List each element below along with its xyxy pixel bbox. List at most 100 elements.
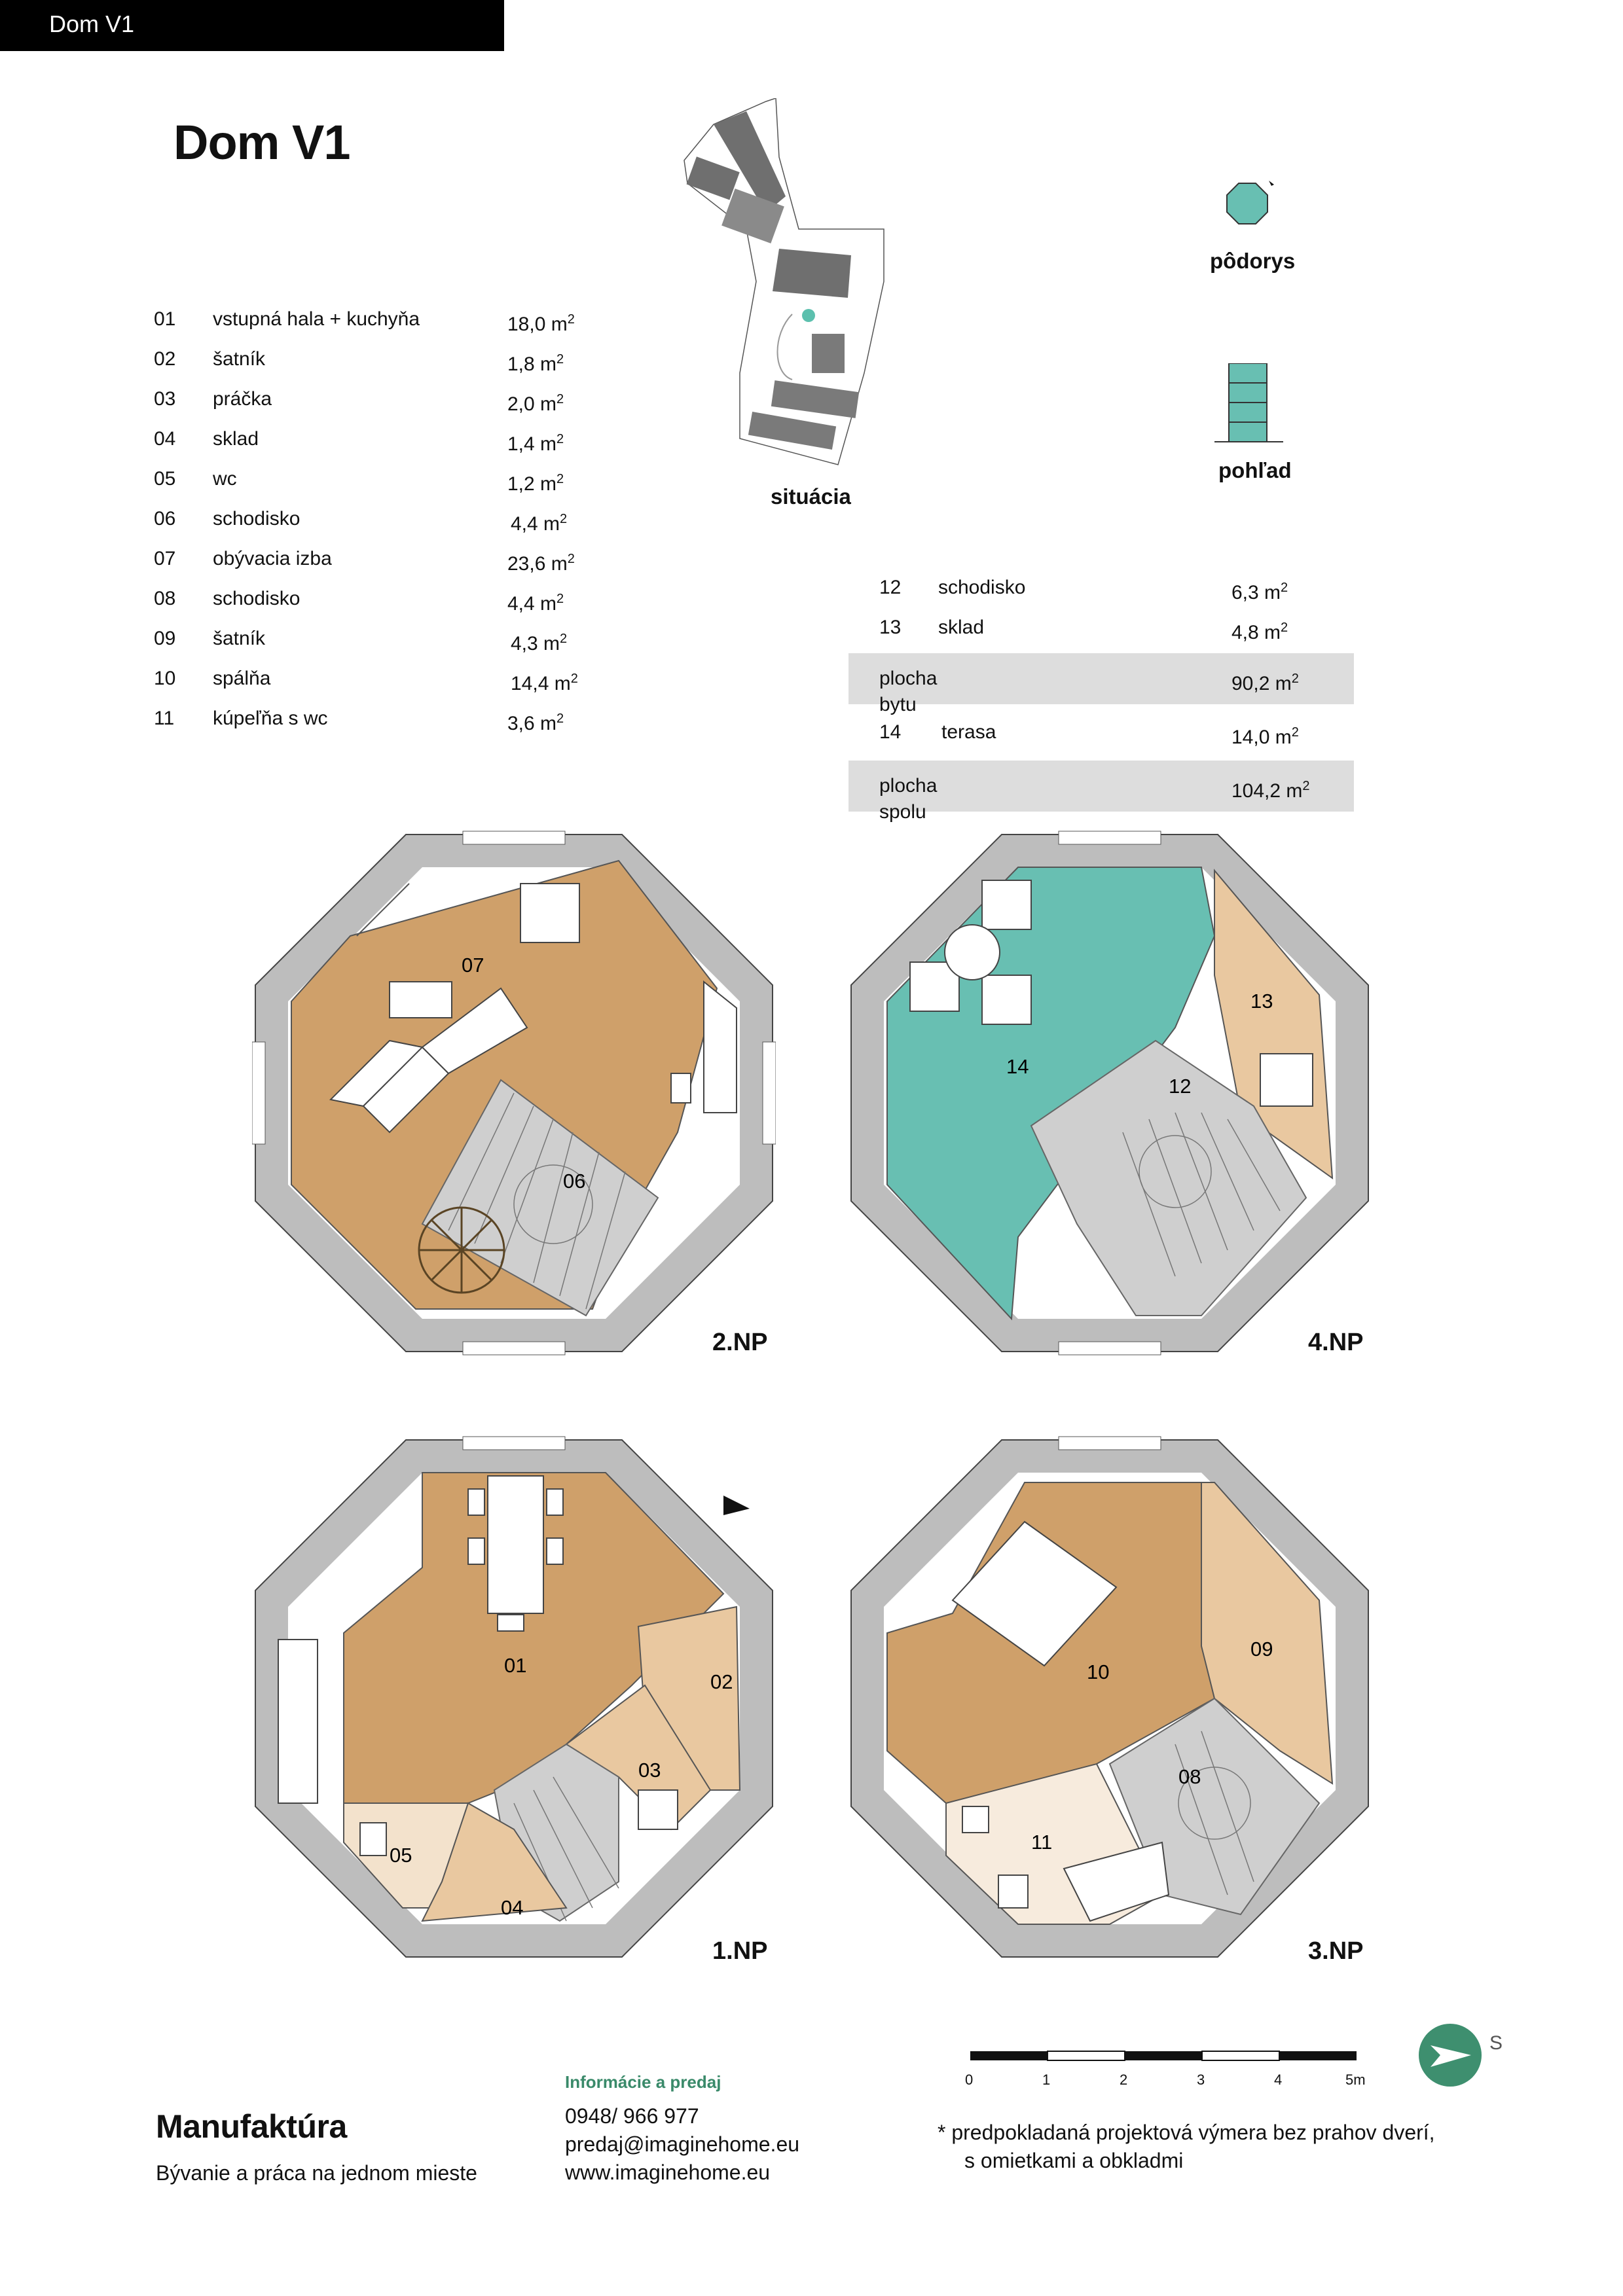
chair [981,975,1032,1025]
scale-label: 3 [1197,2072,1205,2088]
row-number: 06 [154,508,176,529]
window [462,1436,566,1450]
washing-machine [638,1789,678,1830]
chair [497,1614,524,1632]
window [1058,1341,1161,1355]
row-number: 08 [154,588,176,609]
room-label-02: 02 [710,1670,733,1693]
row-name: schodisko [213,508,301,529]
chair [981,880,1032,930]
row-name: sklad [938,617,985,638]
row-name: schodisko [213,588,301,609]
chair [467,1488,485,1516]
site-building [721,188,784,243]
kitchen-counter [278,1639,318,1804]
row-unit: 2 [556,711,564,726]
scale-label: 5m [1345,2072,1366,2088]
room-label-01: 01 [504,1654,526,1677]
room-label-06: 06 [563,1170,585,1193]
row-area: 23,6 m [507,553,568,575]
living-area-value: 90,2 m [1231,673,1292,694]
chair [546,1537,564,1565]
room-label-12: 12 [1169,1075,1191,1098]
row-name: šatník [213,348,266,370]
footnote-line-1: * predpokladaná projektová výmera bez pr… [938,2121,1435,2144]
coffee-table [389,981,452,1018]
floor-plan-2np: 07 06 [252,831,776,1355]
row-area: 2,0 m [507,393,557,415]
shower [1063,1841,1170,1922]
compass-icon [1419,2024,1482,2087]
floor-label-4np: 4.NP [1308,1329,1364,1356]
scale-label: 2 [1120,2072,1128,2088]
room-label-05: 05 [390,1844,412,1867]
window [462,831,566,845]
brand-name: Manufaktúra [156,2108,347,2145]
window [252,1041,266,1145]
row-area: 4,4 m [511,513,560,535]
page-title: Dom V1 [173,115,351,170]
row-area: 1,2 m [507,473,557,495]
window [1058,1436,1161,1450]
room-label-11: 11 [1031,1831,1052,1854]
floor-plan-4np: 13 14 12 [850,831,1369,1355]
site-building [812,334,845,373]
floor-label-3np: 3.NP [1308,1937,1364,1965]
row-name: vstupná hala + kuchyňa [213,308,420,330]
row-area: 6,3 m [1231,582,1281,603]
room-label-04: 04 [501,1896,523,1919]
phone-link[interactable]: 0948/ 966 977 [565,2104,699,2128]
floor-plan-1np: 01 02 03 05 04 [255,1436,773,1958]
row-number: 02 [154,348,176,370]
row-number: 04 [154,428,176,450]
row-unit: 2 [1291,725,1299,740]
scale-label: 0 [965,2072,974,2088]
window [762,1041,776,1145]
window [1058,831,1161,845]
row-number: 10 [154,668,176,689]
row-unit: 2 [560,512,568,526]
row-name: obývacia izba [213,548,332,569]
room-label-03: 03 [638,1759,661,1782]
bed [951,1520,1118,1667]
row-unit: 2 [556,472,564,486]
row-number: 07 [154,548,176,569]
row-unit: 2 [567,312,575,327]
row-number: 03 [154,388,176,410]
floor-label-1np: 1.NP [712,1937,768,1965]
armchair [520,883,580,943]
web-link[interactable]: www.imaginehome.eu [565,2161,771,2184]
window [462,1341,566,1355]
storage-box [1260,1053,1313,1107]
row-number: 09 [154,628,176,649]
total-area-band [848,761,1354,812]
site-building [773,249,851,298]
site-building [714,111,786,213]
row-unit: 2 [556,352,564,367]
living-area-band [848,653,1354,704]
email-link[interactable]: predaj@imaginehome.eu [565,2132,800,2156]
site-plan [684,98,884,465]
stairs-12 [1030,1039,1307,1316]
room-label-13: 13 [1250,990,1273,1013]
row-number: 12 [879,577,902,598]
row-unit: 2 [1281,620,1288,635]
north-arrow-icon [1269,181,1274,186]
row-unit: 2 [570,672,578,686]
site-building [748,411,837,450]
row-unit: 2 [567,552,575,566]
row-area: 14,0 m [1231,726,1292,748]
room-09-area [1201,1482,1334,1785]
toilet [998,1874,1029,1909]
row-name: spálňa [213,668,271,689]
row-name: kúpeľňa s wc [213,708,328,729]
row-unit: 2 [556,432,564,446]
row-name: práčka [213,388,272,410]
room-04-area [421,1802,568,1922]
room-label-10: 10 [1087,1660,1109,1683]
row-area: 4,4 m [507,593,557,615]
view-label: pohľad [1218,458,1292,482]
scale-bar [970,2051,1357,2061]
row-area: 4,3 m [511,633,560,655]
table-header-label: Dom V1 [49,10,135,37]
